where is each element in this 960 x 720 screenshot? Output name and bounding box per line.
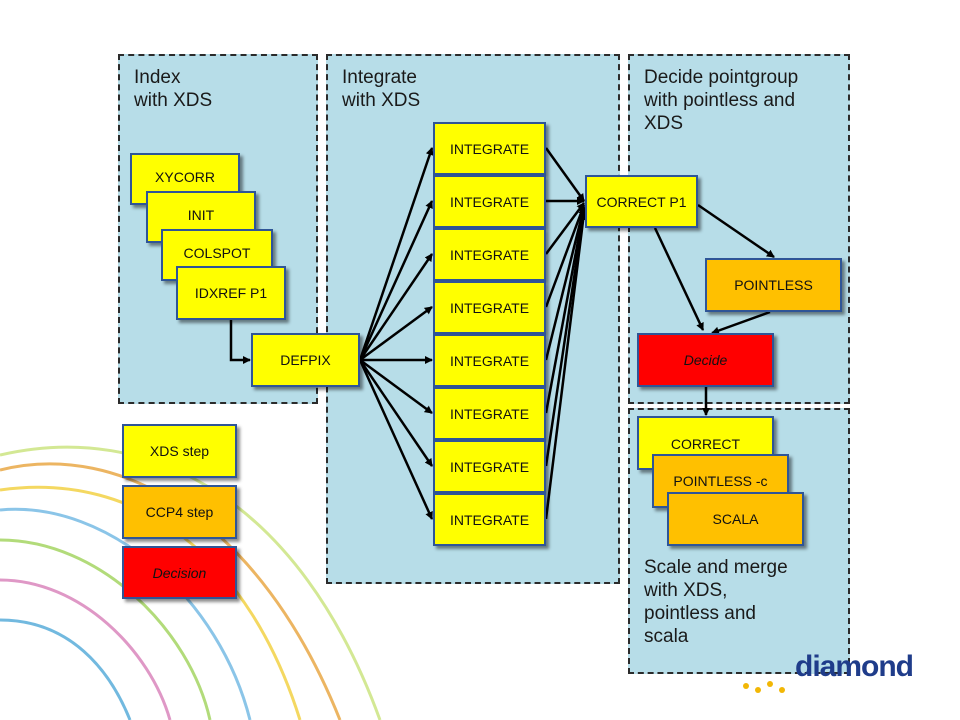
step-integrate-1: INTEGRATE (433, 122, 546, 175)
step-xycorr-label: XYCORR (155, 169, 215, 185)
legend-ccp4-step: CCP4 step (122, 485, 237, 539)
index-panel-title: Index with XDS (134, 67, 213, 111)
legend-ccp4-label: CCP4 step (145, 504, 214, 520)
step-idxref: IDXREF P1 (176, 266, 286, 320)
step-correct-label: CORRECT (670, 436, 741, 452)
step-integrate-7: INTEGRATE (433, 440, 546, 493)
step-integrate-label: INTEGRATE (449, 193, 530, 210)
legend-decision: Decision (122, 546, 237, 599)
legend-xds-step: XDS step (122, 424, 237, 478)
step-init-label: INIT (187, 207, 215, 223)
step-scala: SCALA (667, 492, 804, 546)
step-defpix: DEFPIX (251, 333, 360, 387)
step-integrate-label: INTEGRATE (449, 511, 530, 528)
logo-text: diamond (795, 650, 914, 683)
step-colspot-label: COLSPOT (183, 245, 251, 261)
logo-sparkle-icon (743, 681, 785, 693)
step-decide-label: Decide (683, 352, 728, 368)
step-idxref-label: IDXREF P1 (194, 285, 268, 301)
integrate-panel-title: Integrate with XDS (342, 67, 421, 111)
step-integrate-label: INTEGRATE (449, 458, 530, 475)
step-pointless-label: POINTLESS (734, 277, 813, 293)
step-integrate-label: INTEGRATE (449, 299, 530, 316)
step-correct-p1: CORRECT P1 (585, 175, 698, 228)
step-pointless: POINTLESS (705, 258, 842, 312)
step-integrate-label: INTEGRATE (449, 405, 530, 422)
diamond-logo: diamond (795, 650, 930, 690)
step-scala-label: SCALA (712, 511, 759, 527)
legend-xds-label: XDS step (149, 443, 210, 459)
step-integrate-label: INTEGRATE (449, 352, 530, 369)
step-integrate-5: INTEGRATE (433, 334, 546, 387)
step-pointless-c-label: POINTLESS -c (673, 473, 768, 489)
scale-panel-title: Scale and merge with XDS, pointless and … (644, 557, 788, 647)
step-integrate-8: INTEGRATE (433, 493, 546, 546)
step-integrate-4: INTEGRATE (433, 281, 546, 334)
step-integrate-6: INTEGRATE (433, 387, 546, 440)
decide-panel-title: Decide pointgroup with pointless and XDS (644, 67, 799, 134)
step-integrate-label: INTEGRATE (449, 246, 530, 263)
step-integrate-2: INTEGRATE (433, 175, 546, 228)
legend-decision-label: Decision (152, 564, 207, 581)
step-decide: Decide (637, 333, 774, 387)
step-defpix-label: DEFPIX (280, 352, 331, 368)
step-integrate-3: INTEGRATE (433, 228, 546, 281)
step-integrate-label: INTEGRATE (449, 140, 530, 157)
step-correct-p1-label: CORRECT P1 (596, 193, 687, 210)
step-xycorr: XYCORR (130, 153, 240, 205)
